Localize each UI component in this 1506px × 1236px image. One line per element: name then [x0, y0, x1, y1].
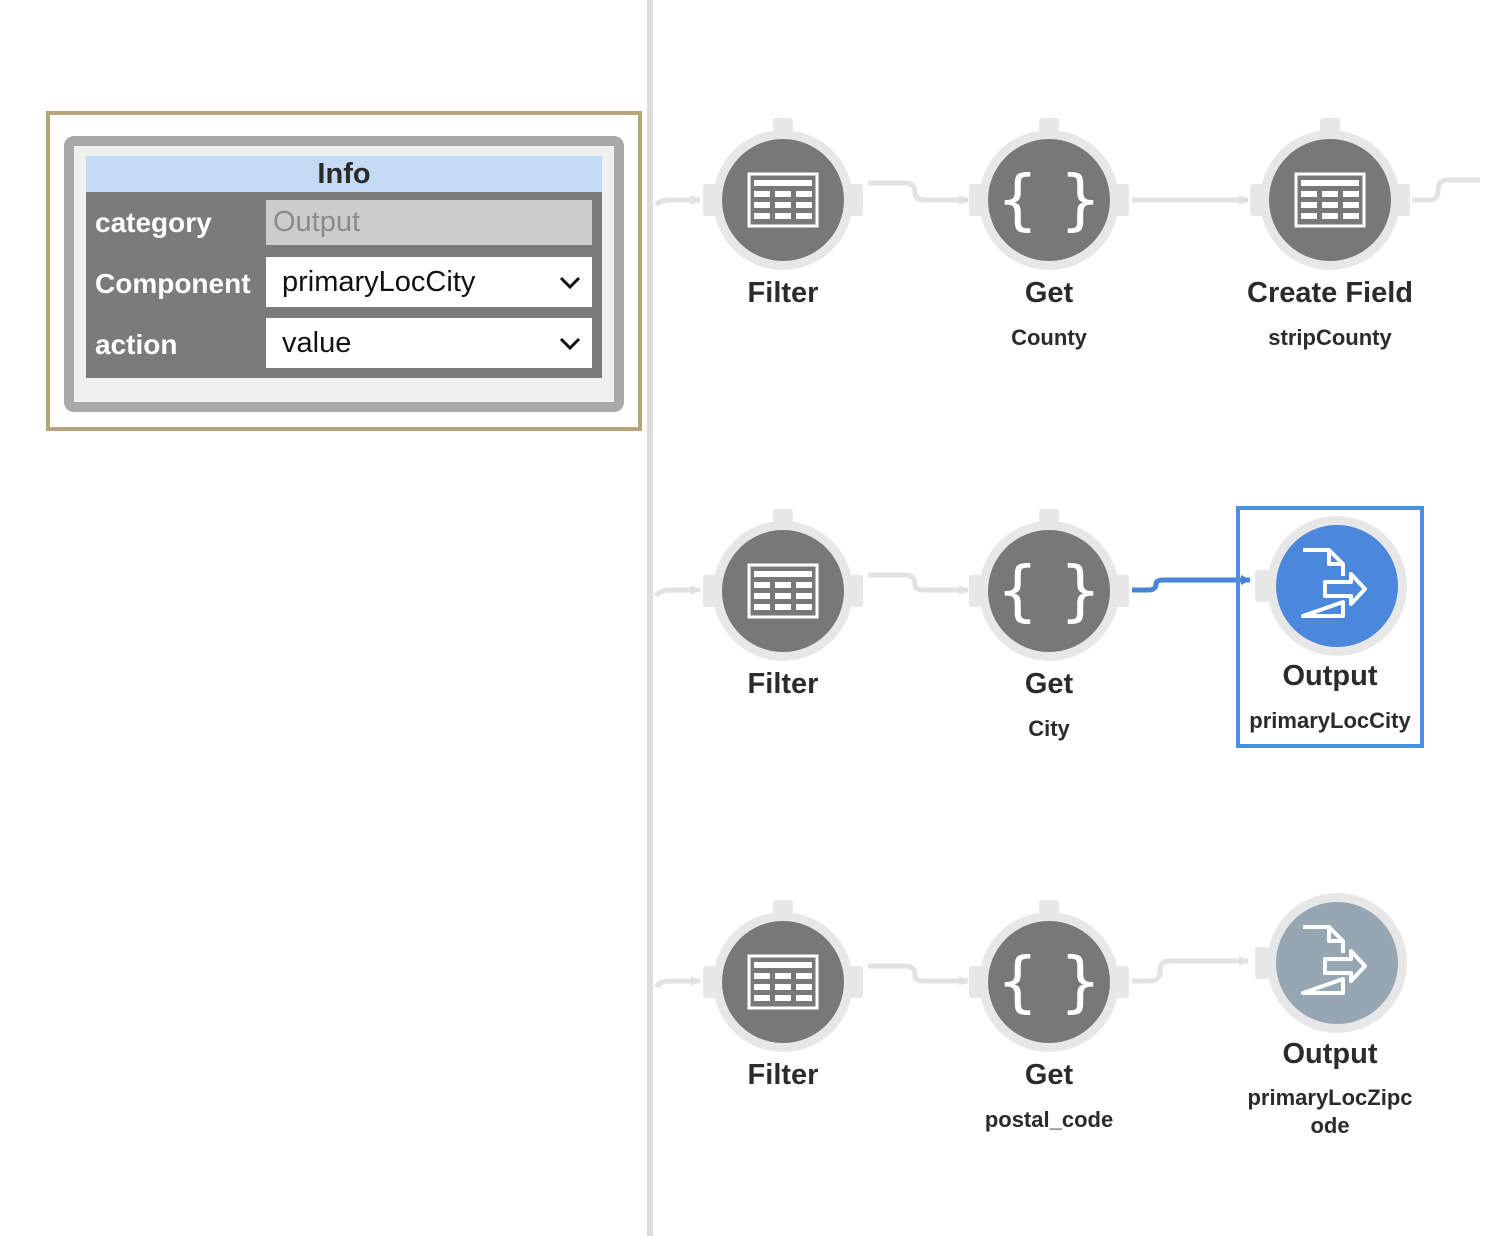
connector-row3-in: [653, 976, 701, 989]
connector-row2-selected: [1132, 575, 1251, 593]
get-postal-code-node[interactable]: { }: [969, 900, 1129, 1052]
table-grid-icon: [747, 172, 819, 228]
action-select[interactable]: value: [266, 318, 592, 368]
table-grid-icon: [747, 954, 819, 1010]
output-node-title: Output: [1282, 1038, 1378, 1070]
output-node-subtitle: primaryLocCity: [1249, 708, 1411, 733]
filter-node-title: Filter: [747, 1059, 819, 1091]
curly-braces-icon: { }: [997, 552, 1102, 629]
get-node-title: Get: [1024, 1059, 1074, 1091]
info-row-action: action value: [86, 314, 602, 375]
output-node-selected[interactable]: [1255, 516, 1407, 656]
filter-node[interactable]: [703, 118, 863, 270]
output-node-title: Output: [1282, 660, 1378, 692]
action-label: action: [95, 329, 178, 360]
get-node-subtitle: City: [1028, 716, 1070, 741]
get-node-subtitle: postal_code: [984, 1107, 1114, 1132]
component-select-value: primaryLocCity: [282, 266, 476, 298]
file-export-icon: [1301, 925, 1367, 995]
table-grid-icon: [747, 563, 819, 619]
info-table: Info category Output Component primaryLo…: [86, 156, 602, 378]
chevron-down-icon: [559, 337, 581, 351]
info-row-component: Component primaryLocCity: [86, 253, 602, 314]
create-field-node[interactable]: [1250, 118, 1410, 270]
connector-row1-in: [654, 195, 701, 207]
category-field: Output: [266, 200, 592, 245]
component-select[interactable]: primaryLocCity: [266, 257, 592, 307]
svg-text:{ }: { }: [997, 943, 1102, 1020]
table-grid-icon: [1294, 172, 1366, 228]
action-select-value: value: [282, 327, 352, 359]
filter-node-title: Filter: [747, 277, 819, 309]
filter-node[interactable]: [703, 900, 863, 1052]
curly-braces-icon: { }: [997, 161, 1102, 238]
chevron-down-icon: [559, 276, 581, 290]
info-row-category: category Output: [86, 192, 602, 253]
get-county-node[interactable]: { }: [969, 118, 1129, 270]
get-city-node[interactable]: { }: [969, 509, 1129, 661]
connector-row2-in: [653, 585, 701, 598]
get-node-title: Get: [1024, 277, 1074, 309]
connector-row1-a: [868, 180, 969, 205]
output-node-subtitle: primaryLocZipc ode: [1247, 1085, 1413, 1138]
panel-divider[interactable]: [647, 0, 653, 1236]
create-field-node-subtitle: stripCounty: [1268, 325, 1392, 350]
category-label: category: [95, 207, 212, 238]
get-node-subtitle: County: [1011, 325, 1087, 350]
get-node-title: Get: [1024, 668, 1074, 700]
filter-node-title: Filter: [747, 668, 819, 700]
selected-node-highlight: [1236, 506, 1424, 748]
component-label: Component: [95, 268, 251, 299]
create-field-node-title: Create Field: [1247, 277, 1413, 309]
info-title: Info: [86, 156, 602, 192]
svg-text:{ }: { }: [997, 161, 1102, 238]
connector-row3-a: [868, 963, 969, 986]
info-panel-frame: Info category Output Component primaryLo…: [64, 136, 624, 412]
connector-row1-out: [1412, 177, 1480, 203]
connector-row2-a: [868, 572, 969, 595]
connector-row3-b: [1132, 956, 1249, 984]
file-export-icon: [1301, 548, 1367, 618]
info-panel-body: Info category Output Component primaryLo…: [74, 146, 614, 402]
output-node[interactable]: [1255, 893, 1407, 1033]
curly-braces-icon: { }: [997, 943, 1102, 1020]
info-panel: Info category Output Component primaryLo…: [46, 111, 642, 431]
filter-node[interactable]: [703, 509, 863, 661]
svg-text:{ }: { }: [997, 552, 1102, 629]
